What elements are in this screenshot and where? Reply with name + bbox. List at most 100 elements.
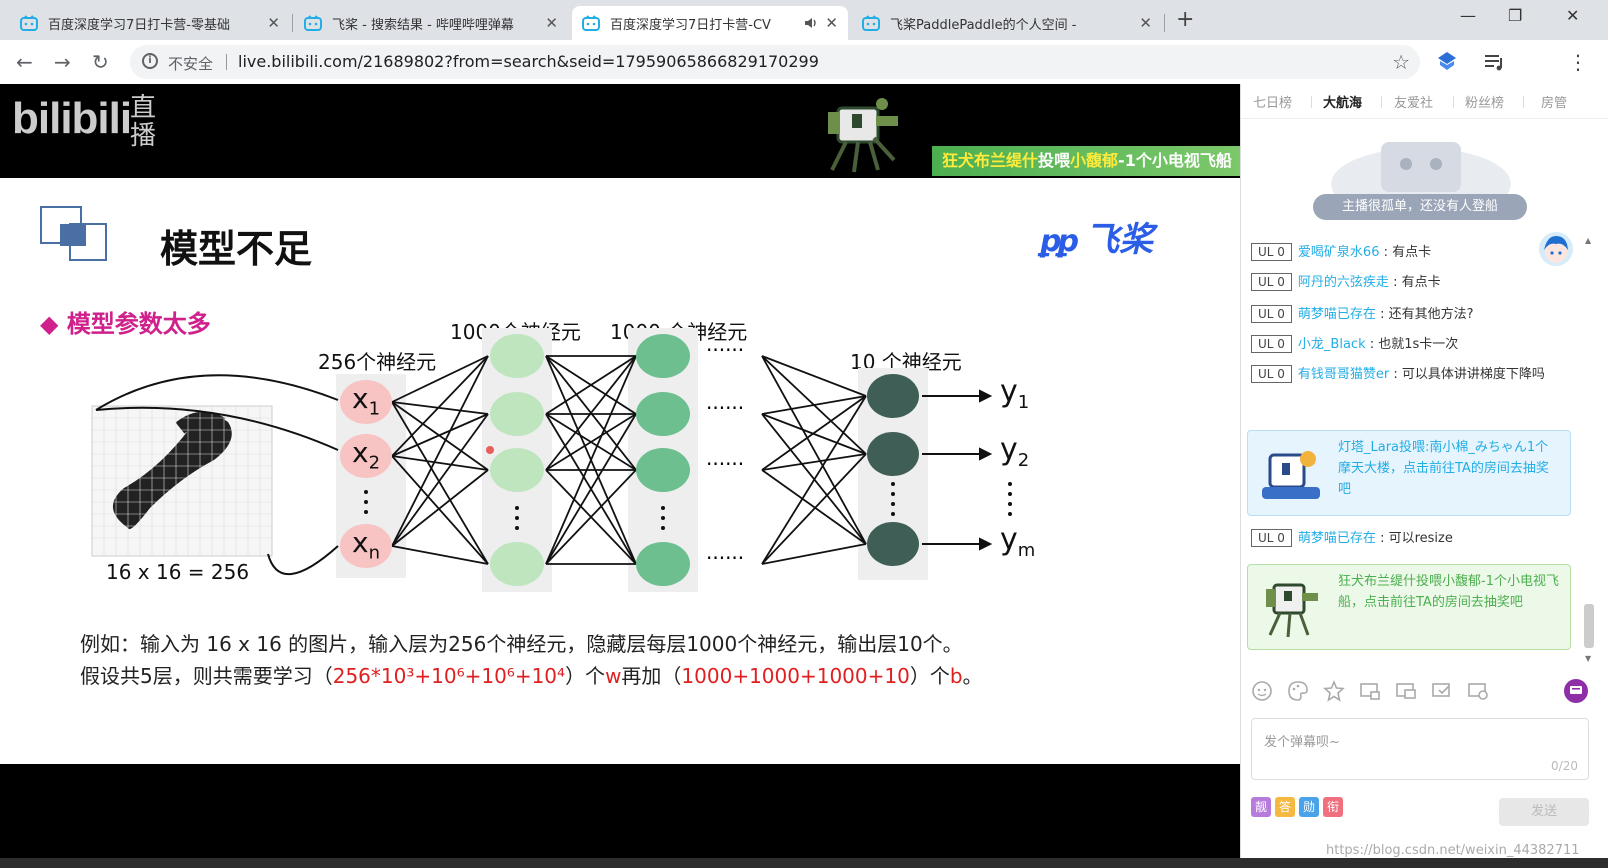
- rank-tabs: 七日榜 大航海 友爱社 粉丝榜 房管: [1241, 84, 1608, 119]
- hidden1-node: [490, 542, 544, 586]
- close-tab-icon[interactable]: ✕: [1139, 14, 1152, 32]
- chat-username[interactable]: 小龙_Black: [1297, 337, 1366, 352]
- user-level-badge: UL 0: [1251, 305, 1292, 323]
- scroll-up-icon[interactable]: ▲: [1585, 236, 1592, 245]
- pip-tool-icon[interactable]: [1395, 680, 1417, 702]
- badge-item[interactable]: 答: [1275, 797, 1295, 817]
- badge-item[interactable]: 勋: [1299, 797, 1319, 817]
- minimize-icon[interactable]: —: [1460, 6, 1476, 25]
- check-tool-icon[interactable]: [1431, 680, 1453, 702]
- bookmark-star-icon[interactable]: ☆: [1392, 50, 1410, 74]
- tab-title: 百度深度学习7日打卡营-CV: [610, 17, 771, 33]
- video-player[interactable]: bilibili 直播 狂犬布兰缇什投喂小馥郁-1个小电视飞船: [0, 84, 1240, 868]
- slide-line-2: 假设共5层，则共需要学习（256*10³+10⁶+10⁶+10⁴）个w再加（10…: [80, 664, 983, 688]
- gift-banner-receiver: 小馥郁: [1070, 151, 1119, 170]
- media-control-icon[interactable]: [1484, 52, 1506, 76]
- restore-icon[interactable]: ❐: [1508, 6, 1523, 25]
- close-tab-icon[interactable]: ✕: [267, 14, 280, 32]
- address-bar: ← → ↻ i 不安全 live.bilibili.com/21689802?f…: [0, 40, 1608, 114]
- hidden2-node: [636, 542, 690, 586]
- streamer-avatar[interactable]: [1539, 232, 1573, 266]
- close-window-icon[interactable]: ✕: [1566, 6, 1580, 25]
- output-node: [867, 374, 919, 418]
- url-input[interactable]: i 不安全 live.bilibili.com/21689802?from=se…: [130, 45, 1420, 79]
- divider: [1523, 96, 1524, 108]
- close-tab-icon[interactable]: ✕: [825, 14, 838, 32]
- gift-card[interactable]: 狂犬布兰缇什投喂小馥郁-1个小电视飞船，点击前往TA的房间去抽奖吧: [1247, 564, 1571, 650]
- menu-dots-icon[interactable]: ⋮: [1568, 50, 1588, 74]
- chat-scrollbar[interactable]: ▲ ▼: [1583, 234, 1595, 664]
- chat-username[interactable]: 阿丹的六弦疾走: [1297, 275, 1389, 290]
- image-caption: 16 x 16 = 256: [106, 560, 250, 584]
- tab-4[interactable]: 飞桨PaddlePaddle的个人空间 - ✕: [852, 6, 1162, 40]
- speaker-icon[interactable]: [804, 15, 818, 34]
- ellipsis-row-1: ......: [706, 332, 745, 356]
- ellipsis-row-4: ......: [706, 540, 745, 564]
- bilibili-tv-icon: [304, 15, 322, 31]
- tab-room-admin[interactable]: 房管: [1541, 96, 1568, 111]
- gift-banner[interactable]: 狂犬布兰缇什投喂小馥郁-1个小电视飞船: [932, 146, 1240, 176]
- tab-1[interactable]: 百度深度学习7日打卡营-零基础 ✕: [10, 6, 290, 40]
- info-icon[interactable]: i: [142, 53, 158, 69]
- url-text: live.bilibili.com/21689802?from=search&s…: [238, 52, 819, 71]
- chat-username[interactable]: 萌梦喵已存在: [1297, 307, 1376, 322]
- chat-toolbar: [1251, 678, 1599, 704]
- screenshot-tool-icon[interactable]: [1359, 680, 1381, 702]
- chat-username[interactable]: 有钱哥哥猫赞er: [1297, 367, 1390, 382]
- tab-fan-club[interactable]: 友爱社: [1394, 96, 1434, 111]
- divider: [1381, 96, 1382, 108]
- new-tab-button[interactable]: +: [1176, 7, 1195, 32]
- hidden2-node: [636, 448, 690, 492]
- badge-item[interactable]: 衔: [1323, 797, 1343, 817]
- forward-arrow-icon[interactable]: →: [54, 50, 71, 74]
- reload-icon[interactable]: ↻: [92, 50, 109, 74]
- robot-spaceship-icon: [1266, 583, 1318, 638]
- hidden1-node: [490, 334, 544, 378]
- danmaku-chat-icon[interactable]: [1563, 678, 1589, 704]
- input-x1: x1: [352, 382, 381, 420]
- tab-separator: [292, 14, 293, 32]
- chat-text: 也就1s卡一次: [1378, 337, 1459, 352]
- settings-tool-icon[interactable]: [1467, 680, 1489, 702]
- security-label: 不安全: [168, 55, 214, 73]
- tab-2[interactable]: 飞桨 - 搜索结果 - 哔哩哔哩弹幕 ✕: [294, 6, 568, 40]
- live-label: 直播: [130, 93, 157, 151]
- hidden1-node: [490, 448, 544, 492]
- bilibili-logo: bilibili: [12, 94, 132, 143]
- ellipsis-row-2: ......: [706, 390, 745, 414]
- bilibili-tv-icon: [20, 15, 38, 31]
- badge-item[interactable]: 靓: [1251, 797, 1271, 817]
- hidden2-node: [636, 334, 690, 378]
- back-arrow-icon[interactable]: ←: [16, 50, 33, 74]
- gift-card-text: 狂犬布兰缇什投喂小馥郁-1个小电视飞船，点击前往TA的房间去抽奖吧: [1338, 574, 1559, 610]
- chat-username[interactable]: 爱喝矿泉水66: [1297, 245, 1380, 260]
- gift-card[interactable]: 灯塔_Lara投喂:南小棉_みちゃん1个摩天大楼，点击前往TA的房间去抽奖吧: [1247, 430, 1571, 516]
- output-node: [867, 432, 919, 476]
- tab-seven-day-rank[interactable]: 七日榜: [1253, 96, 1293, 111]
- chat-text: 可以resize: [1388, 531, 1453, 546]
- neural-network-diagram: [91, 328, 1012, 592]
- tab-guard[interactable]: 大航海: [1323, 96, 1363, 111]
- danmaku-input[interactable]: 发个弹幕呗~ 0/20: [1251, 718, 1589, 780]
- close-tab-icon[interactable]: ✕: [545, 14, 558, 32]
- gift-tool-icon[interactable]: [1323, 680, 1345, 702]
- extension-icon[interactable]: [1436, 50, 1458, 76]
- bilibili-tv-icon: [862, 15, 880, 31]
- scroll-down-icon[interactable]: ▼: [1585, 654, 1592, 663]
- input-x2: x2: [352, 436, 381, 474]
- send-button[interactable]: 发送: [1499, 798, 1589, 826]
- emoticon-tool-icon[interactable]: [1251, 680, 1273, 702]
- user-level-badge: UL 0: [1251, 243, 1292, 261]
- tab-3-active[interactable]: 百度深度学习7日打卡营-CV ✕: [572, 6, 848, 40]
- chat-username[interactable]: 萌梦喵已存在: [1297, 531, 1376, 546]
- paddle-brand-text: 飞桨: [1084, 220, 1153, 260]
- scrollbar-thumb[interactable]: [1584, 604, 1594, 648]
- palette-tool-icon[interactable]: [1287, 680, 1309, 702]
- output-y2: y2: [1000, 432, 1030, 471]
- tab-fan-rank[interactable]: 粉丝榜: [1465, 96, 1505, 111]
- chat-text: 有点卡: [1392, 245, 1432, 260]
